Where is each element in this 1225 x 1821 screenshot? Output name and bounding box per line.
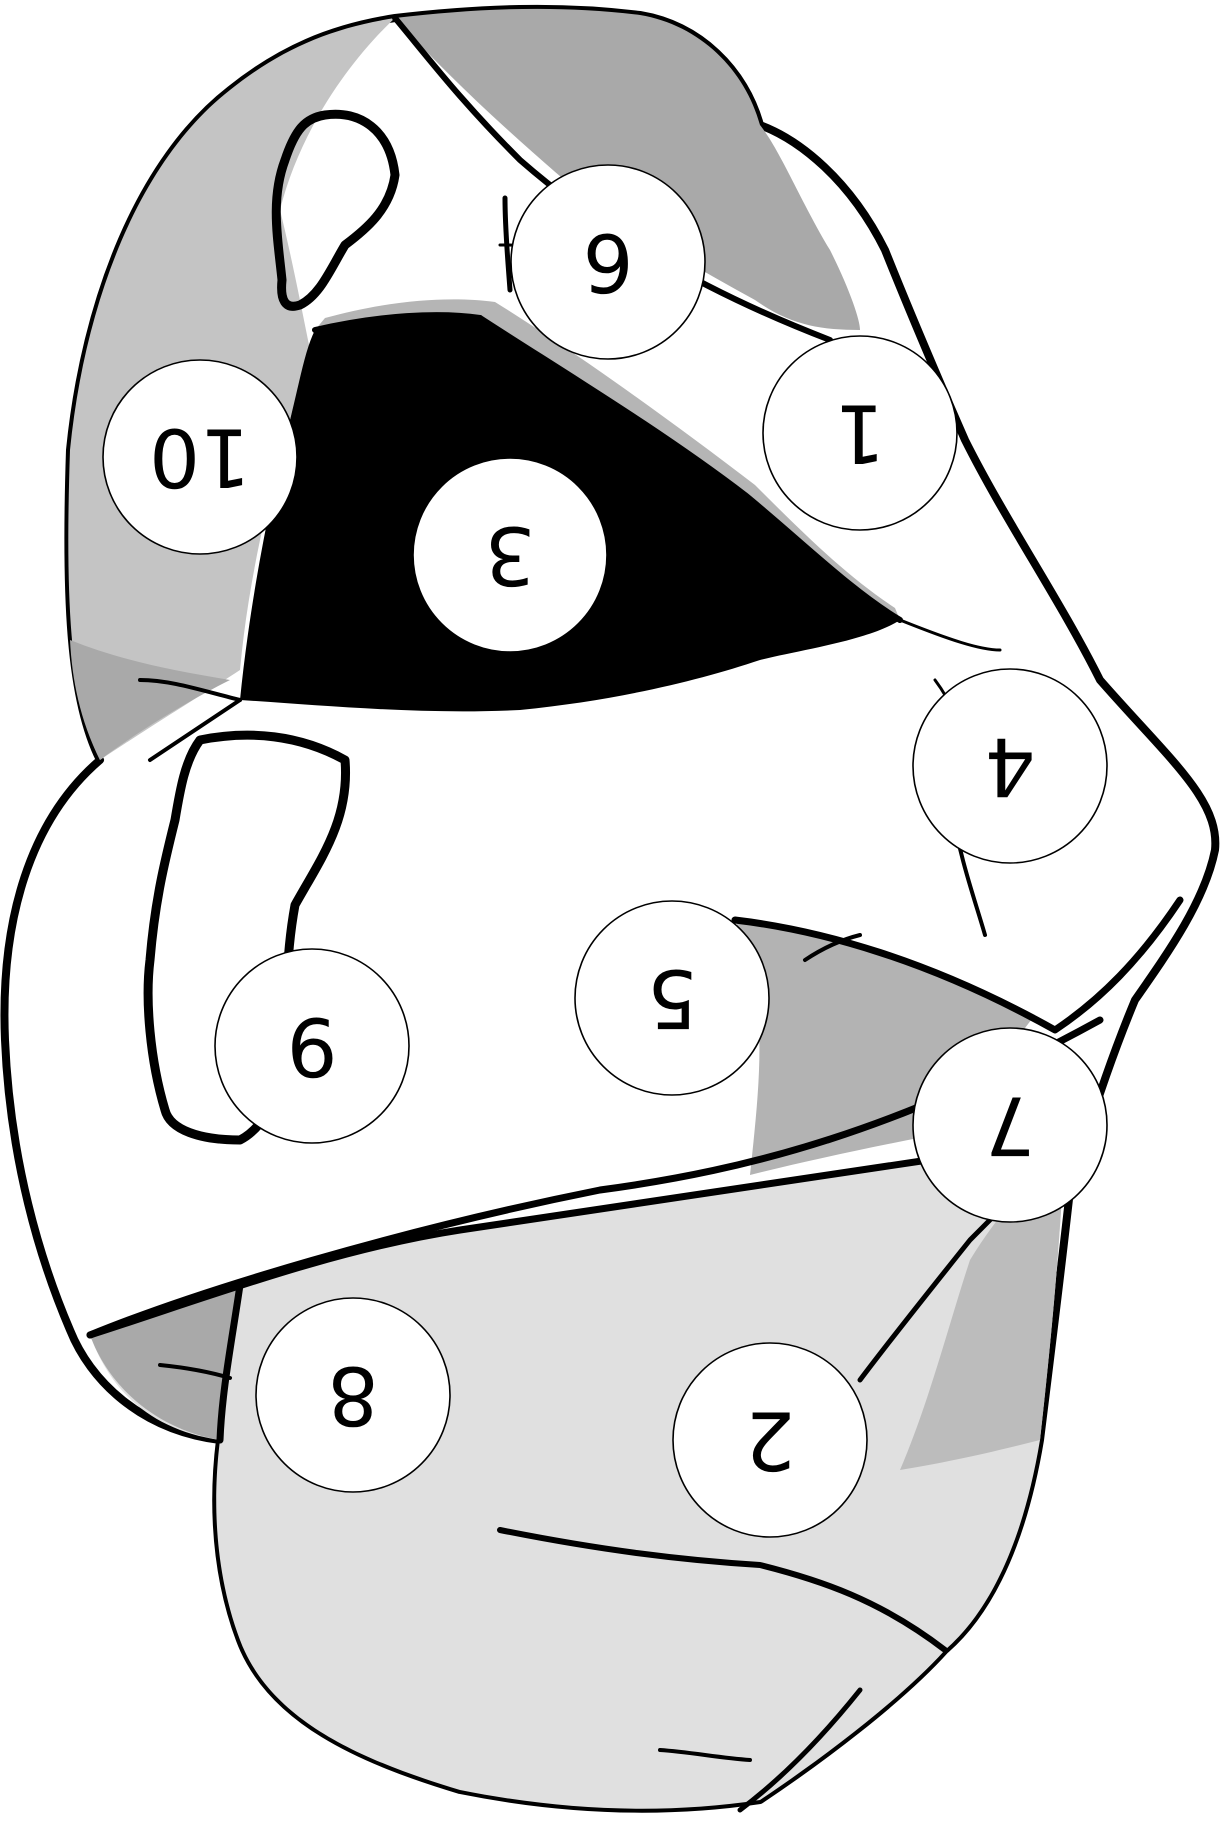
marker-10-label: 10 [149, 411, 251, 504]
marker-6: 6 [511, 165, 705, 359]
marker-9-label: 9 [287, 1000, 338, 1093]
marker-9: 9 [215, 949, 409, 1143]
marker-7: 7 [913, 1028, 1107, 1222]
marker-7-label: 7 [985, 1079, 1036, 1172]
marker-10: 10 [103, 360, 297, 554]
marker-5-label: 5 [647, 952, 698, 1045]
marker-1-label: 1 [835, 387, 886, 480]
marker-1: 1 [763, 336, 957, 530]
marker-3: 3 [413, 458, 607, 652]
marker-2: 2 [673, 1343, 867, 1537]
marker-5: 5 [575, 901, 769, 1095]
lower-band-light [90, 1140, 1065, 1809]
marker-2-label: 2 [745, 1394, 796, 1487]
marker-4: 4 [913, 669, 1107, 863]
marker-8-label: 8 [328, 1349, 379, 1442]
marker-6-label: 6 [583, 216, 634, 309]
marker-8: 8 [256, 1298, 450, 1492]
marker-4-label: 4 [985, 720, 1036, 813]
marker-3-label: 3 [485, 509, 536, 602]
